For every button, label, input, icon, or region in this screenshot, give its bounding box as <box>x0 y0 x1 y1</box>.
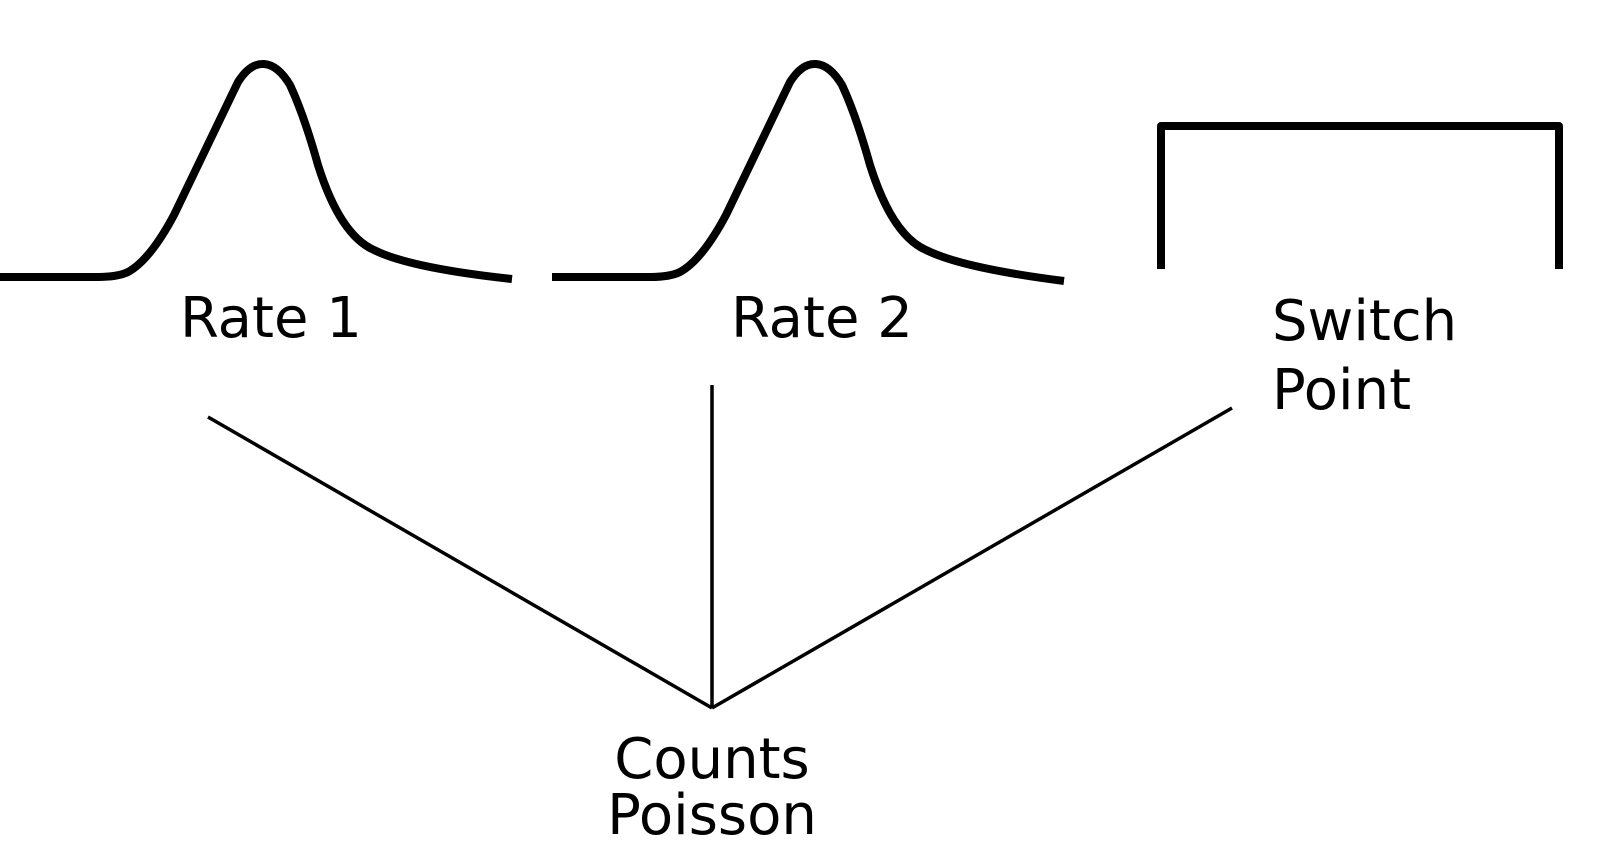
switch-point-label-line2: Point <box>1272 358 1411 423</box>
counts-label-line2: Poisson <box>607 783 817 848</box>
counts-label-line1: Counts <box>614 727 809 792</box>
rate1-label: Rate 1 <box>180 286 362 351</box>
rate2-label: Rate 2 <box>731 286 913 351</box>
rate2-prior-curve <box>552 59 1065 285</box>
edge-switch-point-to-counts <box>711 406 1233 710</box>
rate1-prior-curve <box>0 59 513 283</box>
edge-rate1-to-counts <box>207 415 713 710</box>
switch-point-label-line1: Switch <box>1272 289 1457 354</box>
switch-point-prior-bracket <box>1157 122 1563 269</box>
